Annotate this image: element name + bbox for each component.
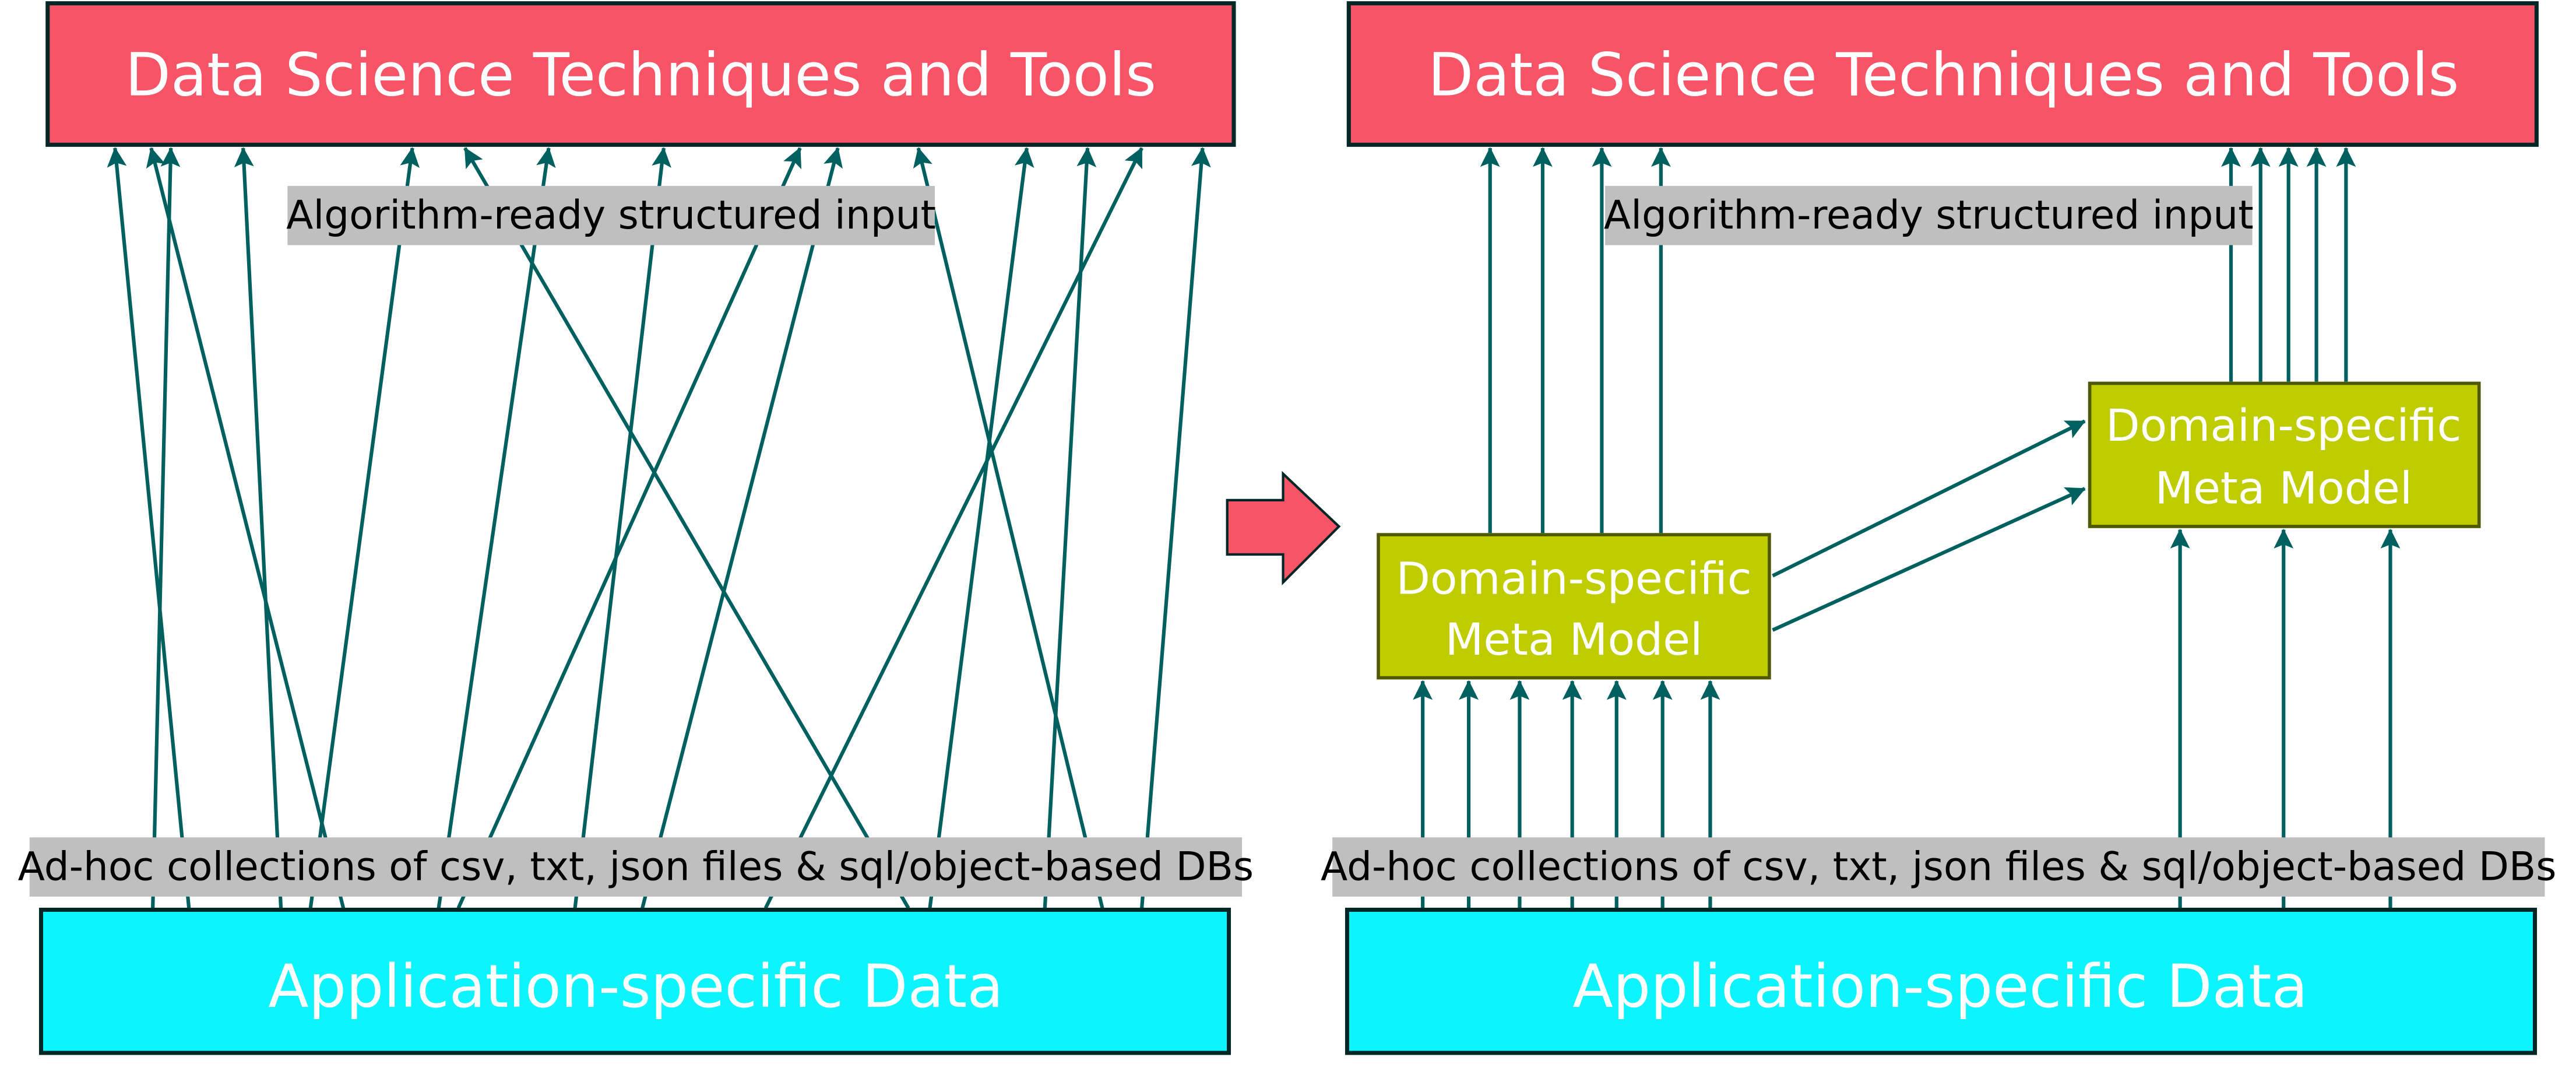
meta-model-box-2: Domain-specific Meta Model <box>2088 381 2481 528</box>
right-top-label: Algorithm-ready structured input <box>1604 185 2254 245</box>
right-tools-title: Data Science Techniques and Tools <box>1428 41 2459 110</box>
left-panel: Data Science Techniques and Tools Algori… <box>18 1 1254 1055</box>
left-data-box: Application-specific Data <box>38 907 1231 1055</box>
right-top-label-text: Algorithm-ready structured input <box>1604 192 2254 238</box>
left-bottom-label: Ad-hoc collections of csv, txt, json fil… <box>18 837 1254 897</box>
meta-1-to-meta-2-arrow <box>1772 487 2086 632</box>
left-data-title: Application-specific Data <box>268 952 1003 1021</box>
connection-arrow <box>928 147 1034 909</box>
connection-arrow <box>437 147 556 909</box>
connection-arrow <box>456 147 802 909</box>
connection-arrow <box>573 147 671 909</box>
right-bottom-label-text: Ad-hoc collections of csv, txt, json fil… <box>1321 844 2557 890</box>
connection-arrow <box>763 147 1143 910</box>
meta-model-1-line2: Meta Model <box>1445 613 1703 665</box>
connection-arrow <box>308 147 420 909</box>
connection-arrow <box>151 147 181 908</box>
connection-arrow <box>463 147 910 910</box>
meta-model-1-line1: Domain-specific <box>1396 553 1751 605</box>
right-arrow-icon <box>1226 470 1341 586</box>
right-bottom-label: Ad-hoc collections of csv, txt, json fil… <box>1321 837 2557 897</box>
connection-arrow <box>913 147 1104 909</box>
meta-model-2-line1: Domain-specific <box>2106 399 2461 451</box>
right-data-box: Application-specific Data <box>1345 907 2538 1055</box>
right-data-title: Application-specific Data <box>1572 952 2307 1021</box>
connection-arrow <box>234 147 283 908</box>
left-bottom-label-text: Ad-hoc collections of csv, txt, json fil… <box>18 844 1254 890</box>
connection-arrow <box>1140 147 1211 908</box>
left-tools-box: Data Science Techniques and Tools <box>45 1 1236 147</box>
left-top-label-text: Algorithm-ready structured input <box>286 192 936 238</box>
left-connections <box>107 147 1211 910</box>
connection-arrow <box>107 147 191 908</box>
left-top-label: Algorithm-ready structured input <box>286 185 936 245</box>
right-tools-box: Data Science Techniques and Tools <box>1346 1 2539 147</box>
left-tools-title: Data Science Techniques and Tools <box>125 41 1156 110</box>
right-panel: Data Science Techniques and Tools Algori… <box>1321 1 2557 1055</box>
connection-arrow <box>146 147 346 909</box>
meta-1-to-meta-2-arrow <box>1772 419 2086 578</box>
meta-model-2-line2: Meta Model <box>2155 462 2412 514</box>
connection-arrow <box>641 147 843 909</box>
connection-arrow <box>1043 147 1097 908</box>
meta-model-box-1: Domain-specific Meta Model <box>1377 533 1771 680</box>
